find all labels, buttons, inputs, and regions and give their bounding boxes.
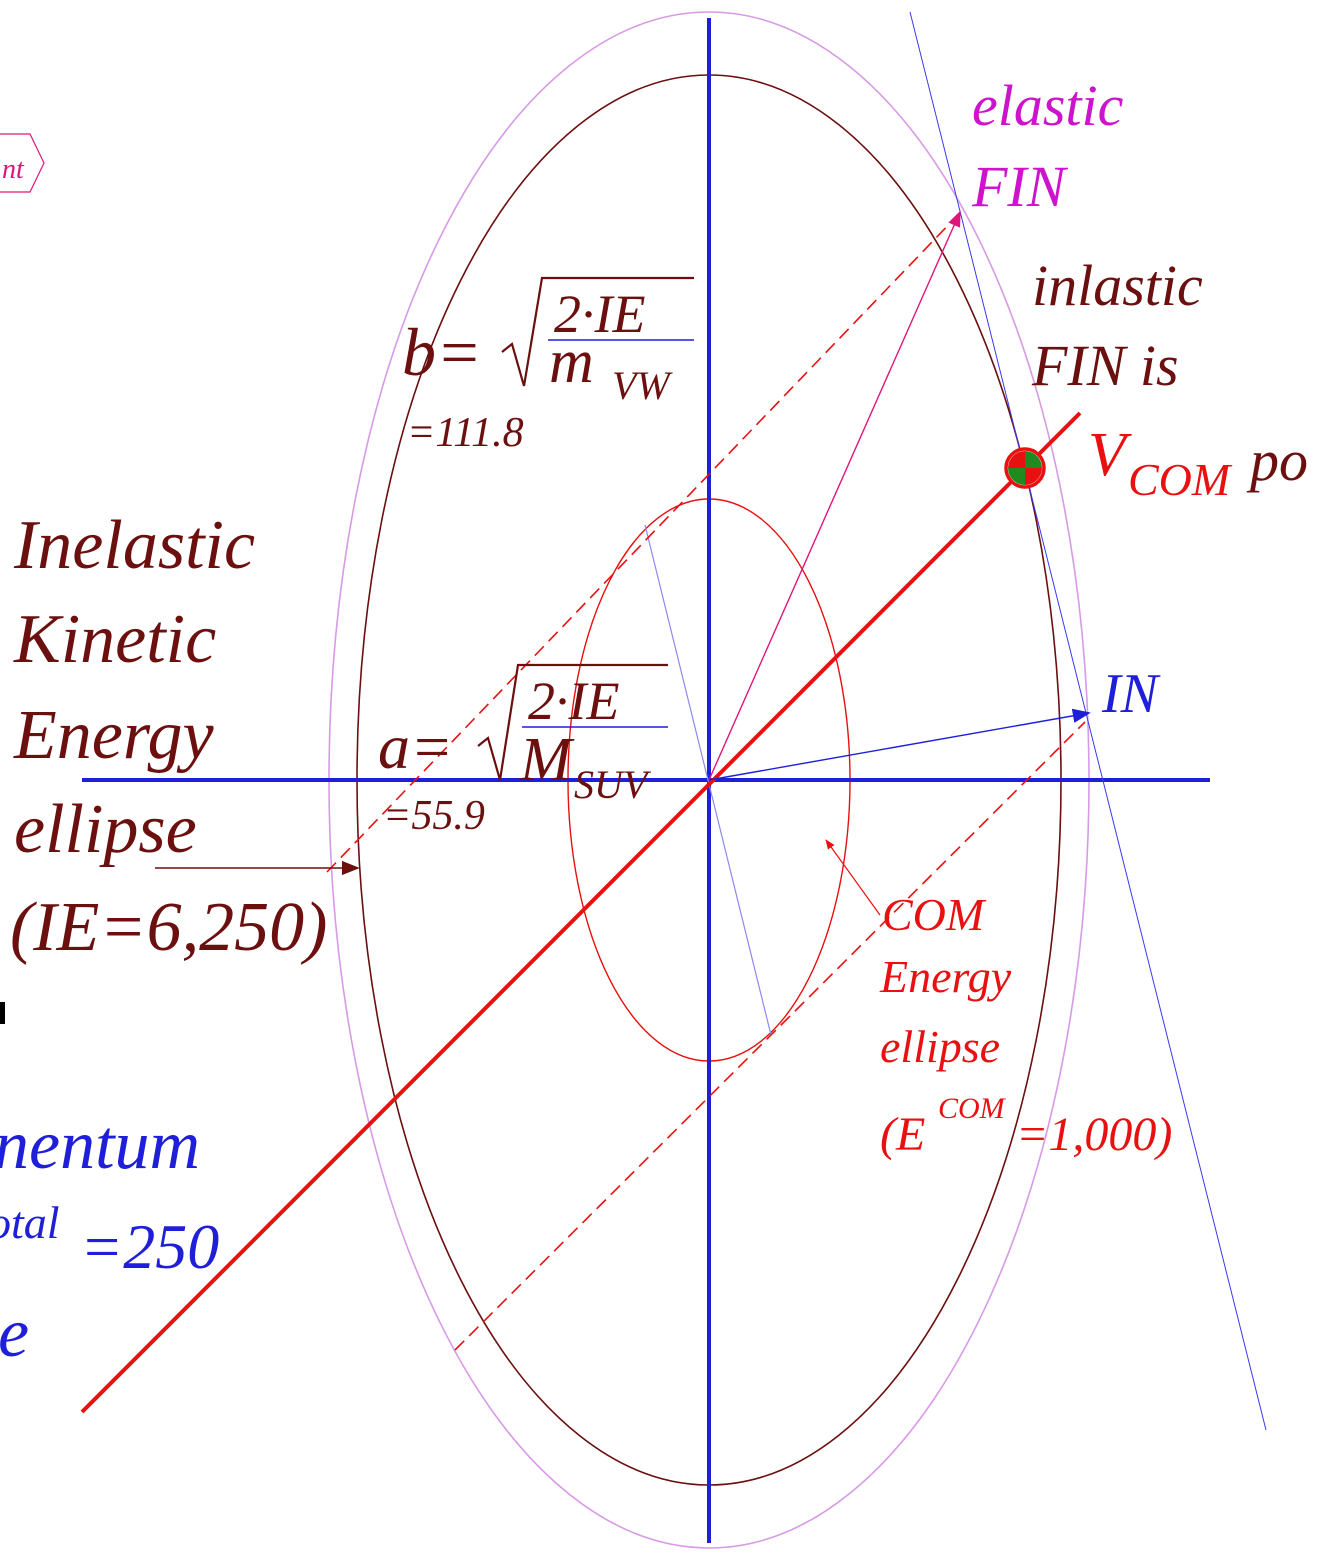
dashed-line-lower <box>454 721 1086 1351</box>
b-sqrt-sign <box>501 276 694 387</box>
left-tick-mark <box>0 1002 5 1024</box>
b-formula-value: =111.8 <box>407 410 524 456</box>
momentum-label-sup: otal <box>0 1197 60 1248</box>
tangent-line <box>909 11 1267 1431</box>
vcom-label-sub: COM <box>1128 454 1233 505</box>
com-ellipse-label: COM Energy ellipse (E COM =1,000) <box>879 889 1172 1161</box>
left-box-fragment <box>0 133 45 193</box>
a-formula-den-sub: SUV <box>574 762 652 807</box>
b-formula: b= 2·IE m VW =111.8 <box>402 276 694 456</box>
momentum-label-value: =250 <box>80 1211 219 1282</box>
dashed-line-upper <box>326 215 958 873</box>
vcom-label-v: V <box>1088 421 1132 489</box>
com-label-line4-pre: (E <box>880 1108 925 1161</box>
a-sqrt-sign <box>477 663 668 781</box>
momentum-line <box>80 411 1082 1414</box>
ike-label-line4: ellipse <box>14 791 197 868</box>
momentum-label: nentum otal =250 e <box>0 1107 219 1372</box>
vcom-label-tail: po <box>1246 428 1308 493</box>
b-formula-den-sub: VW <box>612 363 673 408</box>
com-label-line1: COM <box>882 889 987 940</box>
com-pointer-arrow <box>825 839 881 916</box>
elastic-fin-vector <box>708 210 961 781</box>
ike-ellipse-label: Inelastic Kinetic Energy ellipse (IE=6,2… <box>10 507 327 966</box>
b-formula-lhs: b= <box>402 314 482 390</box>
ike-label-line3: Energy <box>13 697 214 774</box>
elastic-label-line1: elastic <box>972 73 1124 138</box>
ike-label-line5: (IE=6,250) <box>10 889 327 966</box>
a-formula-den: M <box>519 726 575 794</box>
momentum-label-line3: e <box>0 1295 29 1372</box>
inelastic-fin-line1: inlastic <box>1032 253 1203 318</box>
a-formula-num: 2·IE <box>528 671 619 731</box>
ike-label-line1: Inelastic <box>13 507 255 584</box>
momentum-label-line1: nentum <box>0 1107 200 1184</box>
vcom-point-marker <box>1004 447 1046 489</box>
a-formula: a= 2·IE M SUV =55.9 <box>378 663 668 839</box>
a-formula-value: =55.9 <box>383 793 485 839</box>
ike-label-line2: Kinetic <box>13 601 216 678</box>
com-label-line4-post: =1,000) <box>1016 1108 1172 1161</box>
b-formula-num: 2·IE <box>554 284 645 344</box>
left-box-text: nt <box>2 154 25 185</box>
com-label-line4-sup: COM <box>938 1092 1007 1125</box>
in-vector <box>708 708 1091 781</box>
thin-blue-diagonal <box>644 524 772 1036</box>
elastic-label-line2: FIN <box>971 154 1069 219</box>
com-label-line2: Energy <box>879 951 1012 1002</box>
in-label: IN <box>1101 663 1161 725</box>
com-label-line3: ellipse <box>880 1021 1000 1072</box>
inelastic-fin-line2: FIN is <box>1031 333 1179 398</box>
a-formula-lhs: a= <box>378 711 453 782</box>
b-formula-den: m <box>549 328 594 396</box>
